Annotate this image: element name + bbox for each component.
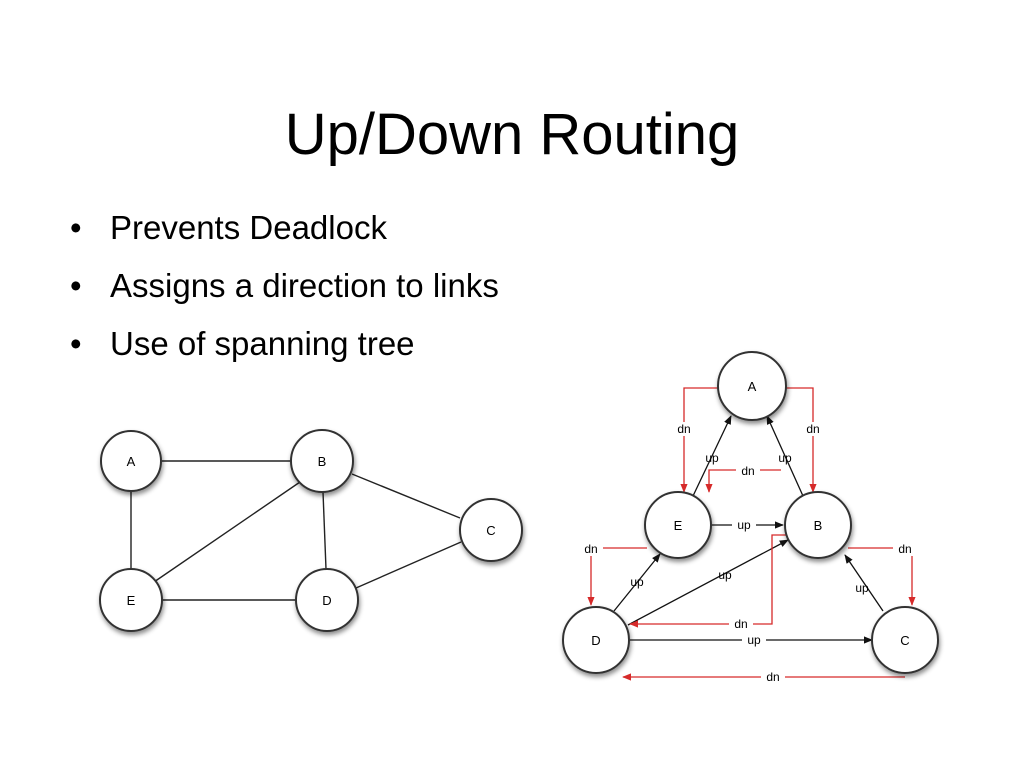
bullet-text: Assigns a direction to links bbox=[110, 267, 499, 304]
up-arrow-c-b bbox=[844, 554, 884, 612]
node-label: B bbox=[814, 518, 823, 533]
left-node-e: E bbox=[99, 568, 163, 632]
up-label: up bbox=[778, 451, 792, 465]
up-label: up bbox=[855, 581, 869, 595]
dn-label: dn bbox=[806, 422, 819, 436]
bullet-dot: • bbox=[70, 209, 82, 246]
dn-arrow-a-e-left bbox=[680, 387, 720, 493]
bullet-text: Prevents Deadlock bbox=[110, 209, 387, 246]
edge-b-d bbox=[322, 491, 327, 570]
node-label: B bbox=[318, 454, 327, 469]
right-node-b: B bbox=[784, 491, 852, 559]
right-graph: A B C D E dn dn up up dn up bbox=[562, 351, 939, 684]
dn-arrow-a-b-right bbox=[786, 387, 817, 493]
left-node-c: C bbox=[459, 498, 523, 562]
dn-label: dn bbox=[898, 542, 911, 556]
dn-label: dn bbox=[741, 464, 754, 478]
bullet-dot: • bbox=[70, 267, 82, 304]
edge-b-e bbox=[153, 481, 301, 583]
left-graph: A B C D E bbox=[99, 429, 523, 632]
up-label: up bbox=[630, 575, 644, 589]
arrow-labels: dn dn up up dn up dn dn up up up dn up d… bbox=[579, 422, 917, 684]
node-label: D bbox=[591, 633, 600, 648]
dn-label: dn bbox=[584, 542, 597, 556]
node-label: A bbox=[748, 379, 757, 394]
dn-label: dn bbox=[734, 617, 747, 631]
right-node-d: D bbox=[562, 606, 630, 674]
node-label: E bbox=[127, 593, 136, 608]
up-label: up bbox=[747, 633, 761, 647]
dn-label: dn bbox=[766, 670, 779, 684]
up-label: up bbox=[718, 568, 732, 582]
right-node-e: E bbox=[644, 491, 712, 559]
edge-b-c bbox=[351, 473, 461, 519]
bullet-dot: • bbox=[70, 325, 82, 362]
dn-label: dn bbox=[677, 422, 690, 436]
slide-title: Up/Down Routing bbox=[284, 102, 740, 167]
node-label: D bbox=[322, 593, 331, 608]
node-label: C bbox=[486, 523, 495, 538]
bullet-item: • Prevents Deadlock bbox=[70, 205, 499, 263]
bullet-list: • Prevents Deadlock • Assigns a direction … bbox=[70, 205, 499, 379]
node-label: C bbox=[900, 633, 909, 648]
node-label: E bbox=[674, 518, 683, 533]
up-label: up bbox=[737, 518, 751, 532]
dn-arrow-b-c bbox=[848, 547, 916, 606]
edge-c-d bbox=[355, 541, 462, 589]
bullet-item: • Use of spanning tree bbox=[70, 321, 499, 379]
left-node-b: B bbox=[290, 429, 354, 493]
bullet-item: • Assigns a direction to links bbox=[70, 263, 499, 321]
left-node-d: D bbox=[295, 568, 359, 632]
right-node-a: A bbox=[717, 351, 787, 421]
up-label: up bbox=[705, 451, 719, 465]
bullet-text: Use of spanning tree bbox=[110, 325, 415, 362]
left-node-a: A bbox=[100, 430, 162, 492]
up-arrow-e-a bbox=[692, 415, 732, 497]
dn-arrow-b-d bbox=[629, 534, 786, 628]
right-node-c: C bbox=[871, 606, 939, 674]
left-edges bbox=[130, 460, 462, 601]
node-label: A bbox=[127, 454, 136, 469]
up-arrow-d-e bbox=[613, 553, 661, 612]
up-arrow-d-b bbox=[627, 539, 789, 626]
up-arrow-b-a bbox=[766, 415, 804, 497]
